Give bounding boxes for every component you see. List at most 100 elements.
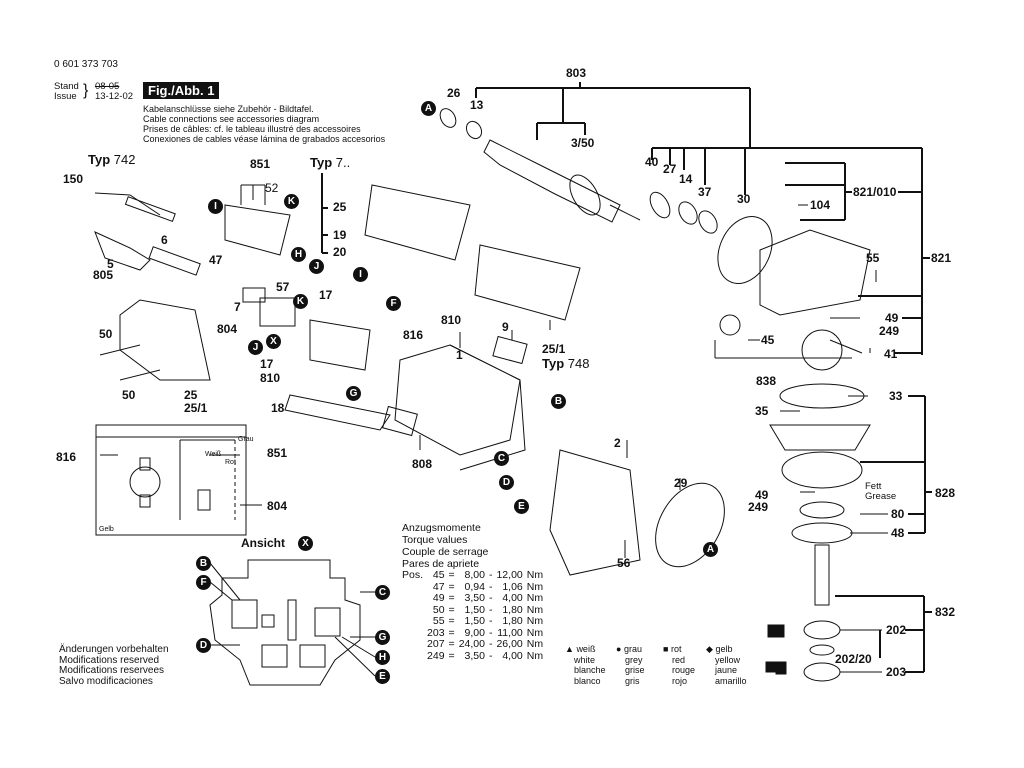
callout-41: 41 (884, 347, 898, 361)
left-parts-drawing (94, 184, 391, 431)
marker-d: D (499, 475, 514, 490)
callout-30: 30 (737, 192, 751, 206)
torque-eq: = (448, 603, 455, 616)
legend-es: blanco (574, 675, 601, 686)
footer-notes: Änderungen vorbehalten Modifications res… (59, 644, 169, 687)
torque-pos-label (400, 616, 425, 628)
bracket-828 (860, 395, 932, 534)
grease-label-en: Grease (865, 491, 897, 502)
issue-label: Issue (54, 91, 77, 102)
callout-821-010: 821/010 (853, 185, 897, 199)
callout-7: 7 (234, 300, 241, 314)
gear-housing-drawing (649, 191, 871, 682)
leader-lines (714, 204, 888, 673)
callout-47: 47 (209, 253, 223, 267)
cable-note-fr: Prises de câbles: cf. le tableau illustr… (143, 124, 361, 134)
callout-49-bottom: 49 (755, 488, 769, 502)
ansicht-marker-e: E (375, 669, 390, 684)
legend-fr: blanche (574, 665, 606, 675)
marker-j-top: J (309, 259, 324, 274)
callout-150: 150 (63, 172, 84, 186)
part-number: 0 601 373 703 (54, 59, 118, 70)
callout-821: 821 (931, 251, 952, 265)
callout-1: 1 (456, 348, 463, 362)
footer-note-fr: Modifications reservees (59, 665, 165, 676)
callout-57: 57 (276, 280, 290, 294)
ansicht-marker-g: G (375, 630, 390, 645)
marker-k-top: K (284, 194, 299, 209)
callout-27: 27 (663, 162, 677, 176)
torque-eq: = (448, 592, 455, 604)
legend-fr: rouge (672, 665, 696, 675)
torque-eq: = (448, 615, 455, 627)
cable-note-en: Cable connections see accessories diagra… (143, 114, 320, 124)
callout-52: 52 (265, 181, 279, 195)
callout-838: 838 (756, 374, 777, 388)
legend-white: ▲ weiß white blanche blanco (565, 644, 606, 686)
torque-pos: 203 (427, 626, 445, 639)
legend-en: grey (625, 654, 643, 665)
torque-pos-label: Pos. (402, 569, 424, 581)
footer-note-es: Salvo modificaciones (59, 675, 153, 687)
issue-date: 13-12-02 (95, 91, 134, 102)
callout-80: 80 (891, 507, 905, 521)
torque-pos-label (400, 628, 425, 640)
torque-eq: = (448, 626, 455, 639)
callout-104: 104 (810, 198, 831, 212)
callout-18: 18 (271, 401, 285, 415)
marker-g: G (346, 386, 361, 401)
ansicht-marker-f: F (196, 575, 211, 590)
callout-13: 13 (470, 98, 484, 112)
bracket-typ7 (321, 173, 328, 254)
marker-h: H (291, 247, 306, 262)
callout-808: 808 (412, 457, 433, 471)
legend-de: rot (670, 644, 682, 654)
callout-202-20: 202/20 (835, 652, 872, 666)
callout-33: 33 (889, 389, 903, 403)
callout-25-1-left: 25/1 (184, 401, 208, 415)
callout-55: 55 (866, 251, 880, 265)
callout-828: 828 (935, 486, 956, 500)
callout-25-bottom: 25 (184, 388, 198, 402)
torque-pos: 49 (432, 592, 445, 604)
callout-17-bottom: 17 (260, 357, 274, 371)
torque-dash: - (488, 649, 493, 662)
bracket-803 (475, 82, 923, 355)
callout-49-top: 49 (885, 311, 899, 325)
grease-label: Fett Grease (865, 482, 896, 502)
callout-29: 29 (674, 476, 688, 490)
torque-min: 3,50 (464, 649, 485, 662)
callout-804-top: 804 (217, 322, 238, 336)
torque-pos-label (400, 651, 425, 663)
callout-816-top: 816 (403, 328, 424, 342)
callout-35: 35 (755, 404, 769, 418)
marker-c: C (494, 451, 509, 466)
torque-unit: Nm (526, 580, 544, 593)
torque-min: 9,00 (464, 626, 485, 639)
torque-dash: - (488, 638, 493, 650)
legend-red: ■ rot red rouge rojo (663, 644, 695, 686)
torque-pos-label (400, 605, 425, 617)
callout-2: 2 (614, 436, 621, 450)
callout-810-bottom: 810 (260, 371, 281, 385)
callout-6: 6 (161, 233, 168, 247)
torque-dash: - (488, 592, 493, 604)
figure-label: Fig./Abb. 1 (143, 82, 220, 99)
ansicht-x-view (209, 559, 376, 686)
marker-j-bottom: J (248, 340, 263, 355)
dates: 08-05 13-12-02 (95, 82, 133, 102)
callout-5: 5 (107, 257, 114, 271)
legend-en: white (574, 654, 596, 665)
callout-17-top: 17 (319, 288, 333, 302)
legend-de: gelb (715, 644, 733, 654)
marker-i-right: I (353, 267, 368, 282)
torque-max: 1,06 (502, 580, 523, 593)
torque-dash: - (488, 569, 493, 581)
torque-eq: = (448, 580, 455, 593)
torque-unit: Nm (526, 603, 544, 616)
